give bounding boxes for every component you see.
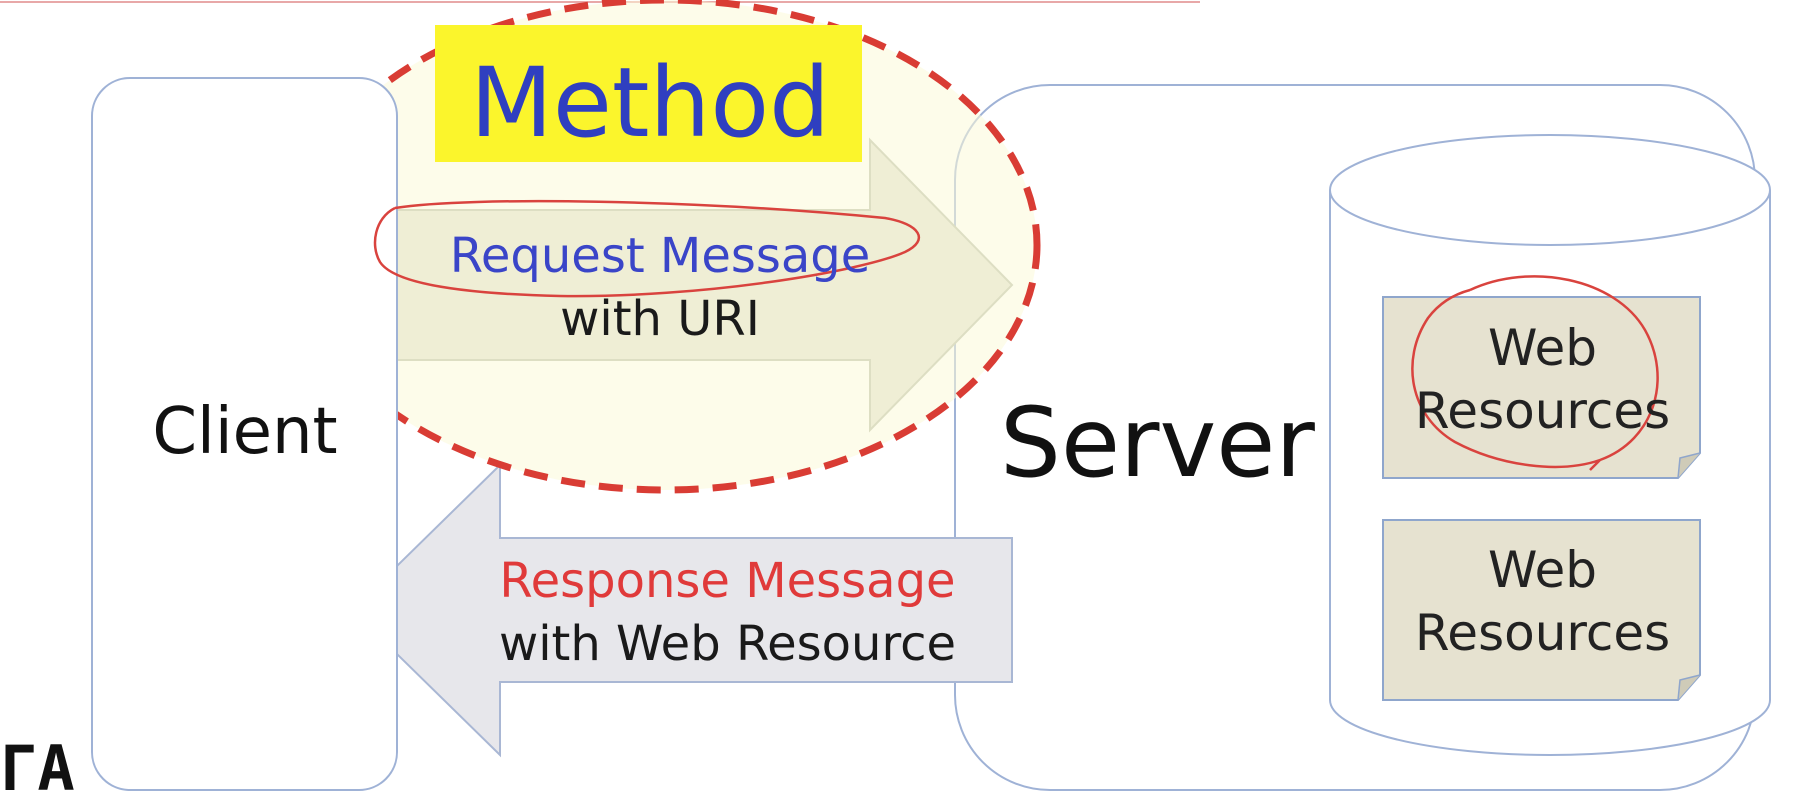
web-resource-annotation-circle: [1411, 275, 1659, 471]
response-resource-label: with Web Resource: [498, 616, 957, 672]
web-resource-doc-1-fold: [1677, 452, 1701, 479]
database-cylinder-top: [1329, 134, 1771, 246]
web-resource-1-line2: Resources: [1414, 382, 1671, 440]
web-resource-doc-2-fold: [1677, 674, 1701, 701]
web-resource-1-line1: Web: [1487, 319, 1597, 377]
web-resource-2-line2: Resources: [1414, 604, 1671, 662]
client-box: [91, 77, 398, 791]
web-resource-2-line1: Web: [1487, 541, 1597, 599]
method-label: Method: [470, 47, 831, 159]
response-arrow: [350, 462, 1013, 758]
corner-logo-text: ΓA: [0, 732, 75, 805]
request-message-label: Request Message: [449, 228, 871, 284]
request-uri-label: with URI: [560, 291, 760, 347]
client-label: Client: [152, 395, 338, 469]
request-annotation-scribble: [373, 199, 921, 298]
server-label: Server: [1000, 387, 1315, 499]
method-highlight: [435, 25, 862, 162]
response-message-label: Response Message: [499, 553, 956, 609]
